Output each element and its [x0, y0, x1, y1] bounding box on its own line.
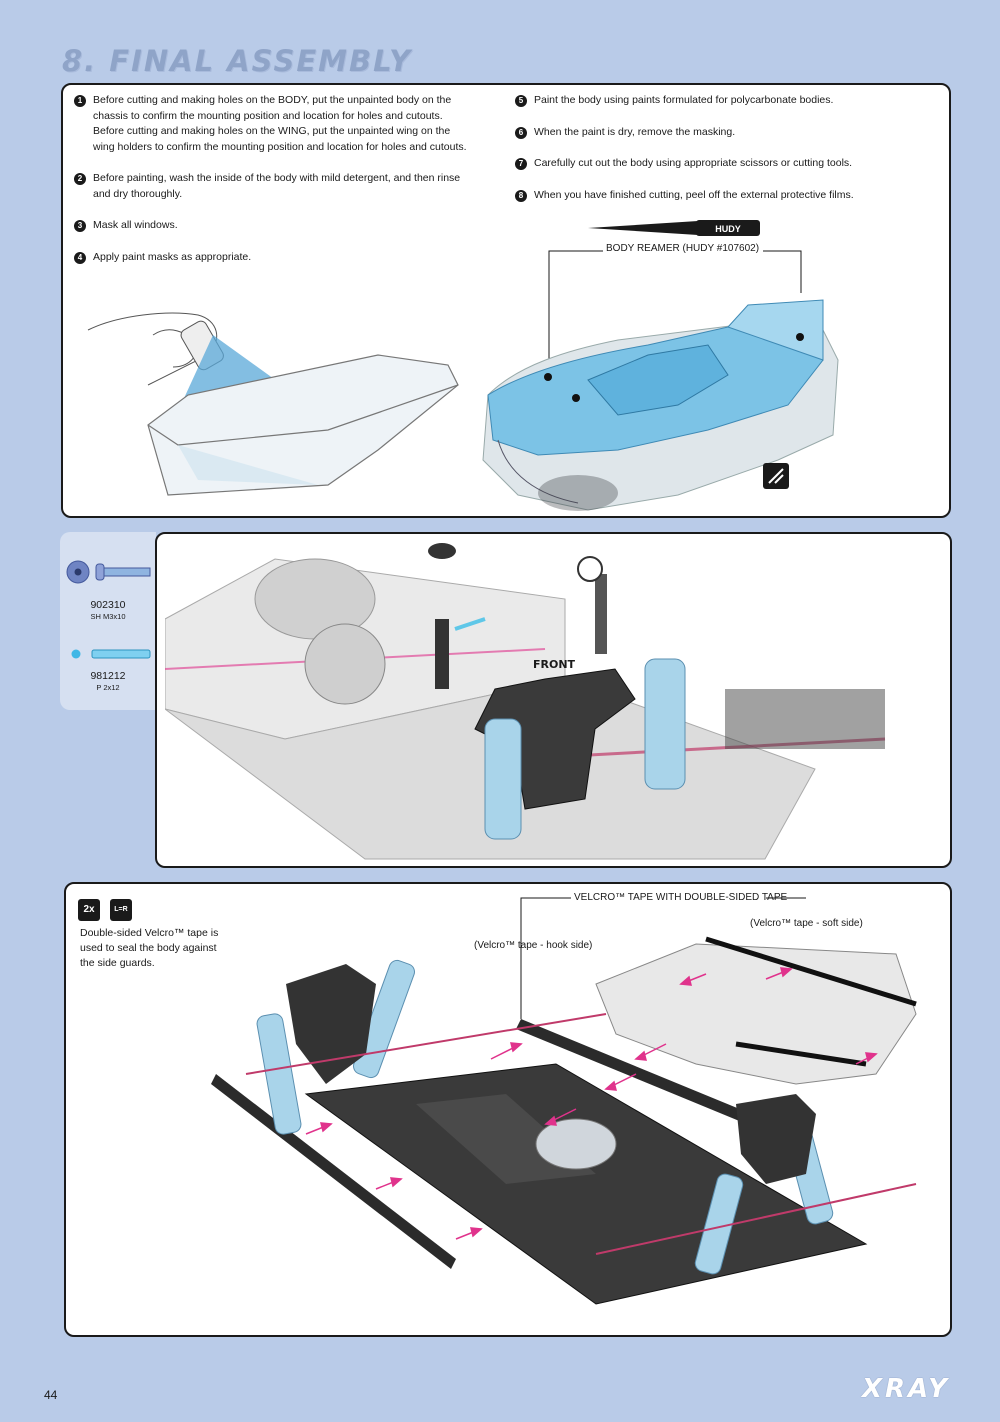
- painted-body-illustration: [482, 299, 839, 511]
- part-label-902310: 902310 SH M3x10: [60, 599, 156, 623]
- step-text: Carefully cut out the body using appropr…: [534, 157, 853, 169]
- velcro-callout-lines: [520, 897, 806, 1019]
- step-text: When the paint is dry, remove the maskin…: [534, 125, 736, 138]
- cutting-tool-icon: [763, 463, 789, 489]
- chassis-velcro-illustration: [211, 936, 917, 1305]
- step-text: Mask all windows.: [93, 219, 178, 231]
- spray-painting-illustration: [87, 312, 459, 496]
- step-item: 2 Before painting, wash the inside of the…: [74, 171, 469, 202]
- velcro-tape-panel: 2x L=R Double-sided Velcro™ tape is used…: [64, 882, 952, 1337]
- part-code: 902310: [90, 599, 126, 611]
- body-reamer-icon: HUDY: [588, 220, 760, 236]
- part-desc: SH M3x10: [90, 612, 126, 621]
- step-item: 8 When you have finished cutting, peel of…: [515, 188, 915, 204]
- body-reamer-label: BODY REAMER (HUDY #107602): [606, 243, 760, 254]
- parts-sidebar: 902310 SH M3x10 981212 P 2x12: [60, 532, 156, 710]
- quantity-badge: 2x: [78, 899, 100, 921]
- step-item: 1 Before cutting and making holes on the …: [74, 93, 469, 155]
- left-right-badge: L=R: [110, 899, 132, 921]
- velcro-hook-side-label: (Velcro™ tape - hook side): [474, 940, 593, 951]
- step-item: 3 Mask all windows.: [74, 218, 469, 234]
- step-number: 7: [515, 158, 527, 170]
- step-text: Apply paint masks as appropriate.: [93, 250, 252, 263]
- screw-902310-icon: [66, 560, 151, 584]
- part-desc: P 2x12: [96, 683, 120, 692]
- step-number: 4: [74, 251, 86, 264]
- reamer-brand-text: HUDY: [715, 224, 741, 234]
- velcro-note: Double-sided Velcro™ tape is used to sea…: [80, 927, 219, 969]
- step-text: Before painting, wash the inside of the …: [93, 172, 461, 200]
- xray-logo: XRAY: [861, 1374, 950, 1404]
- reamer-callout-lines: [548, 250, 802, 375]
- painting-instructions-panel: 1 Before cutting and making holes on the …: [61, 83, 951, 518]
- steps-left-list: 1 Before cutting and making holes on the …: [74, 93, 469, 281]
- velcro-soft-side-label: (Velcro™ tape - soft side): [750, 918, 863, 929]
- velcro-title: VELCRO™ TAPE WITH DOUBLE-SIDED TAPE: [574, 892, 788, 903]
- part-code: 981212: [90, 670, 126, 682]
- step-number: 2: [74, 173, 86, 185]
- step-item: 6 When the paint is dry, remove the maski…: [515, 125, 915, 141]
- step-number: 3: [74, 220, 86, 232]
- body-mount-panel: FRONT: [155, 532, 952, 868]
- pin-981212-icon: [71, 649, 151, 659]
- step-item: 5 Paint the body using paints formulated …: [515, 93, 915, 109]
- part-label-981212: 981212 P 2x12: [60, 670, 156, 694]
- step-text: Before cutting and making holes on the B…: [93, 94, 467, 153]
- page-number: 44: [44, 1388, 58, 1402]
- page-title: 8. FINAL ASSEMBLY: [62, 44, 413, 78]
- front-body-mount-illustration: [165, 543, 886, 860]
- step-number: 8: [515, 189, 527, 202]
- step-item: 7 Carefully cut out the body using approp…: [515, 156, 915, 172]
- step-number: 5: [515, 95, 527, 107]
- front-label: FRONT: [533, 658, 576, 671]
- step-number: 1: [74, 95, 86, 107]
- step-text: Paint the body using paints formulated f…: [534, 94, 834, 106]
- step-number: 6: [515, 126, 527, 139]
- step-item: 4 Apply paint masks as appropriate.: [74, 250, 469, 266]
- steps-right-list: 5 Paint the body using paints formulated …: [515, 93, 915, 219]
- step-text: When you have finished cutting, peel off…: [534, 188, 854, 201]
